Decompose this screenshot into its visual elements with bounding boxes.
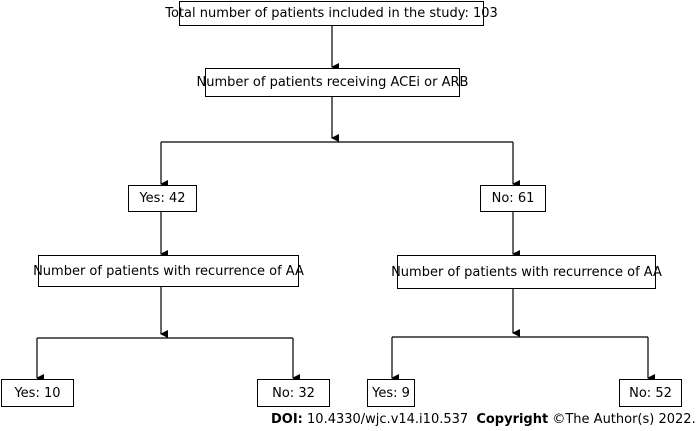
left-no-box: No: 32 xyxy=(257,379,330,407)
right-yes-box: Yes: 9 xyxy=(367,379,415,407)
left-yes-box: Yes: 10 xyxy=(1,379,74,407)
doi-label: DOI: xyxy=(271,412,303,427)
left-branch-yes-box: Yes: 42 xyxy=(128,185,197,212)
total-patients-box: Total number of patients included in the… xyxy=(165,1,498,26)
right-no-box: No: 52 xyxy=(619,379,682,407)
right-branch-no-box: No: 61 xyxy=(480,185,546,212)
right-recurrence-box: Number of patients with recurrence of AA xyxy=(391,255,662,289)
copyright-value: ©The Author(s) 2022. xyxy=(552,412,696,427)
doi-value: 10.4330/wjc.v14.i10.537 xyxy=(307,412,469,427)
left-recurrence-box: Number of patients with recurrence of AA xyxy=(33,255,304,287)
citation-footer: DOI: 10.4330/wjc.v14.i10.537 Copyright ©… xyxy=(271,412,696,427)
receiving-acei-arb-box: Number of patients receiving ACEi or ARB xyxy=(197,68,468,97)
copyright-label: Copyright xyxy=(476,412,549,427)
